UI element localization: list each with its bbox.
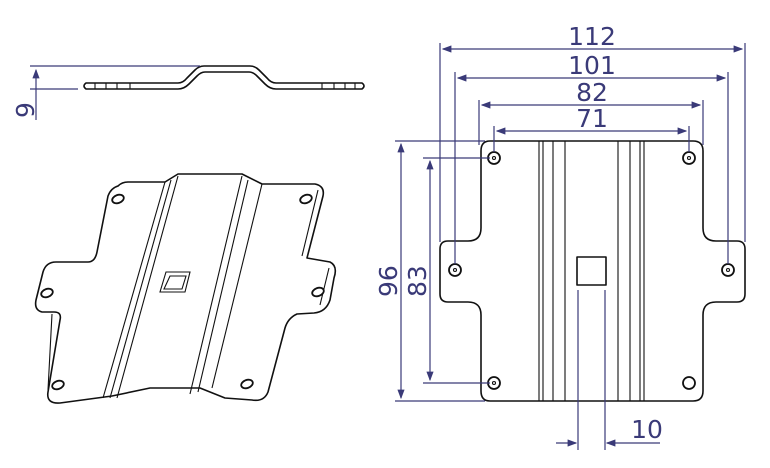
slot-dimension-10: 10 [556, 290, 663, 450]
side-profile-view: 9 [11, 65, 365, 120]
dim-label-101: 101 [568, 51, 616, 80]
top-view: 112 101 82 71 96 83 [374, 22, 746, 450]
dim-label-71: 71 [576, 104, 608, 133]
height-dimension-83: 83 [403, 157, 490, 384]
square-slot [576, 256, 607, 286]
dim-label-112: 112 [568, 22, 616, 51]
dim-label-9: 9 [11, 102, 40, 118]
width-dimension-112: 112 [439, 22, 746, 242]
isometric-view [34, 173, 337, 404]
width-dimension-71: 71 [493, 104, 690, 152]
height-dimension-96: 96 [374, 140, 485, 402]
dim-label-82: 82 [576, 78, 608, 107]
height-dimension-9: 9 [11, 65, 200, 120]
dim-label-83: 83 [403, 265, 432, 297]
width-dimension-101: 101 [454, 51, 729, 264]
dim-label-96: 96 [374, 265, 403, 297]
dim-label-10: 10 [631, 415, 663, 444]
width-dimension-82: 82 [478, 78, 704, 145]
